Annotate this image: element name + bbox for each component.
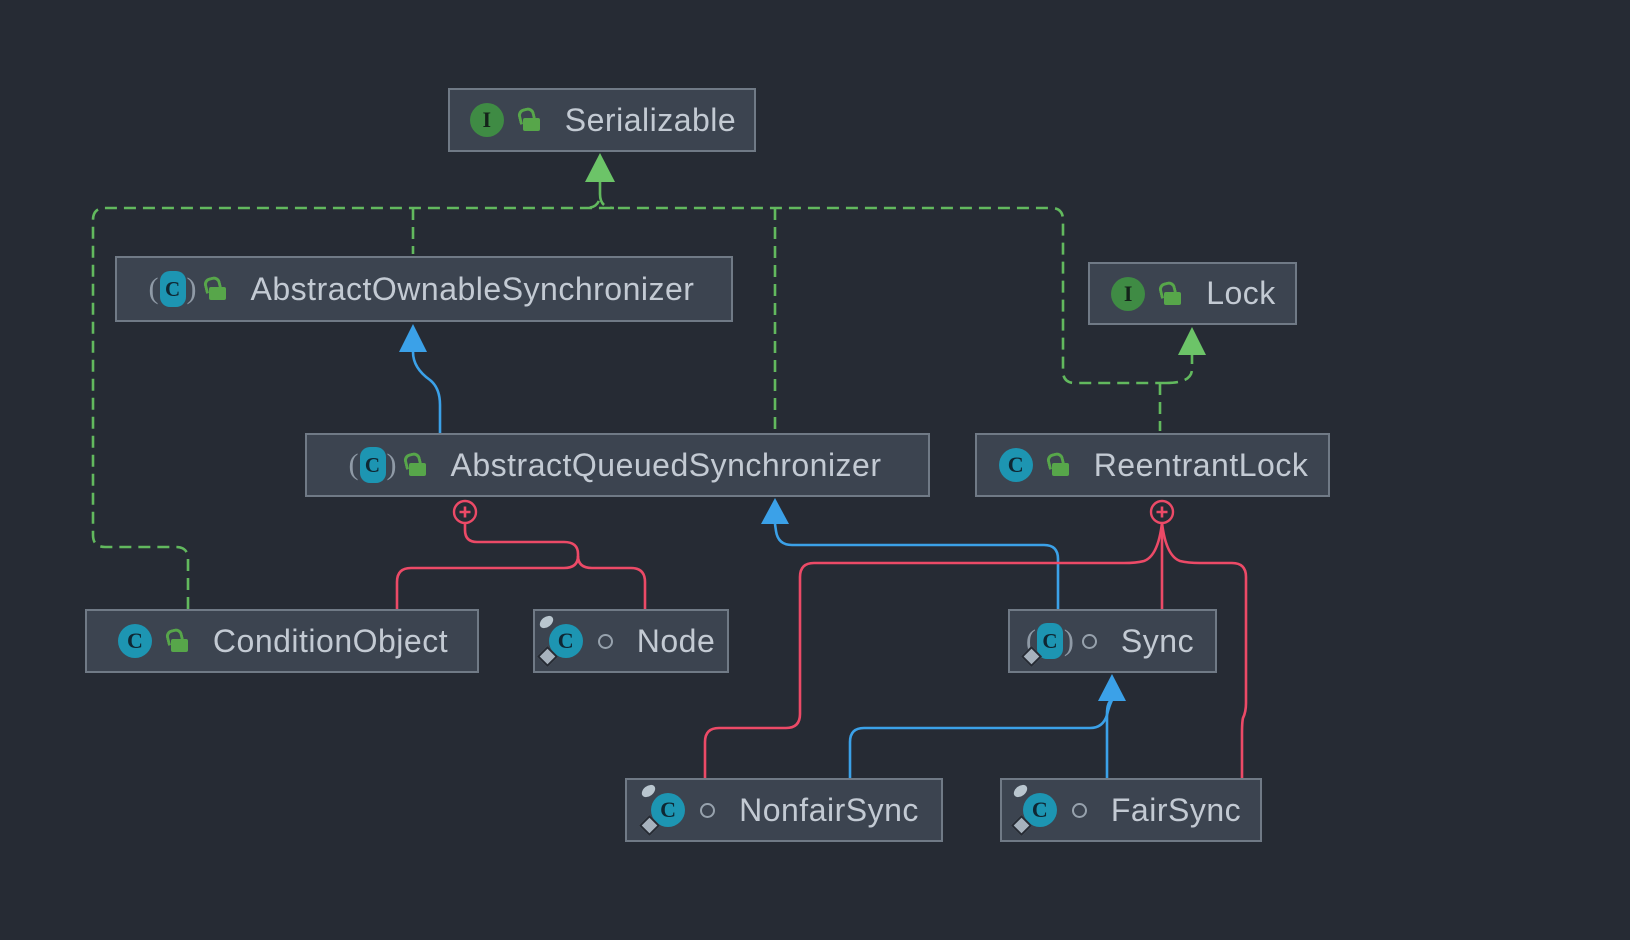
package-private-icon bbox=[1081, 633, 1097, 649]
implements-arrowhead-serializable bbox=[585, 153, 615, 182]
class-icon: C bbox=[116, 623, 154, 659]
lock-open-icon bbox=[164, 627, 189, 653]
class-name: Serializable bbox=[564, 101, 737, 138]
static-pin-icon bbox=[537, 613, 556, 631]
class-box-sync[interactable]: ( C ) Sync bbox=[1008, 609, 1217, 673]
class-box-node[interactable]: C Node bbox=[533, 609, 729, 673]
class-name: ReentrantLock bbox=[1093, 446, 1309, 483]
edge-sync-extends-aqs bbox=[761, 498, 1060, 609]
abstract-class-icon: ( C ) bbox=[348, 447, 397, 483]
class-icon: C bbox=[997, 447, 1035, 483]
static-class-icon: C bbox=[536, 613, 585, 668]
edge-aqs-extends-aos bbox=[399, 324, 442, 433]
static-pin-icon bbox=[1011, 782, 1030, 800]
edge-aqs-inner-classes bbox=[395, 499, 647, 609]
class-name: AbstractQueuedSynchronizer bbox=[450, 446, 882, 483]
lock-open-icon bbox=[1157, 279, 1182, 306]
class-box-lock[interactable]: I Lock bbox=[1088, 262, 1297, 325]
edge-implements-serializable-spine bbox=[91, 153, 1166, 609]
class-name: NonfairSync bbox=[739, 791, 919, 828]
class-name: Sync bbox=[1120, 622, 1195, 659]
lock-open-icon bbox=[401, 451, 427, 477]
interface-icon: I bbox=[468, 102, 506, 138]
class-box-abstract-ownable-synchronizer[interactable]: ( C ) AbstractOwnableSynchronizer bbox=[115, 256, 733, 322]
abstract-class-icon: ( C ) bbox=[148, 271, 197, 307]
lock-open-icon bbox=[516, 106, 541, 132]
edge-reentrantlock-implements-lock bbox=[1158, 327, 1206, 431]
class-name: Node bbox=[636, 622, 716, 659]
class-box-abstract-queued-synchronizer[interactable]: ( C ) AbstractQueuedSynchronizer bbox=[305, 433, 930, 497]
class-box-nonfair-sync[interactable]: C NonfairSync bbox=[625, 778, 943, 842]
interface-icon: I bbox=[1109, 276, 1147, 312]
edge-reentrantlock-inner-classes bbox=[703, 499, 1248, 778]
class-box-reentrant-lock[interactable]: C ReentrantLock bbox=[975, 433, 1330, 497]
edge-subsyncs-extend-sync bbox=[848, 674, 1126, 778]
class-name: Lock bbox=[1206, 275, 1276, 311]
static-class-icon: C bbox=[1010, 782, 1059, 837]
implements-arrowhead-lock bbox=[1178, 327, 1206, 355]
class-box-serializable[interactable]: I Serializable bbox=[448, 88, 756, 152]
abstract-static-class-icon: ( C ) bbox=[1020, 623, 1074, 668]
lock-open-icon bbox=[201, 275, 227, 301]
static-pin-icon bbox=[639, 782, 658, 800]
class-name: FairSync bbox=[1110, 791, 1242, 828]
package-private-icon bbox=[597, 633, 613, 649]
package-private-icon bbox=[1071, 802, 1087, 818]
class-box-fair-sync[interactable]: C FairSync bbox=[1000, 778, 1262, 842]
package-private-icon bbox=[700, 802, 716, 818]
lock-open-icon bbox=[1045, 451, 1070, 477]
class-name: AbstractOwnableSynchronizer bbox=[250, 270, 695, 307]
static-class-icon: C bbox=[638, 782, 687, 837]
class-box-condition-object[interactable]: C ConditionObject bbox=[85, 609, 479, 673]
class-name: ConditionObject bbox=[212, 622, 449, 659]
